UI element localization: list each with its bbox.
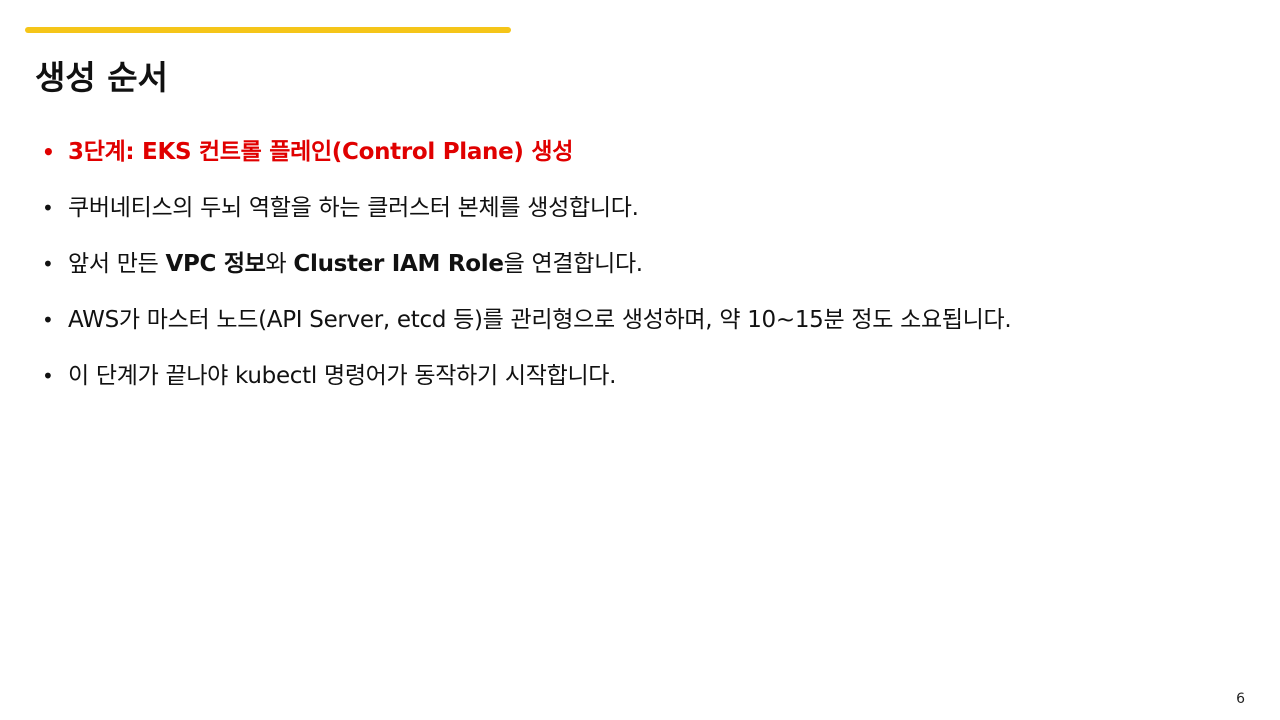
- bullet-text: 3단계: EKS 컨트롤 플레인(Control Plane) 생성: [68, 139, 574, 165]
- bullet-item-step3: • 3단계: EKS 컨트롤 플레인(Control Plane) 생성: [40, 124, 1245, 180]
- bullet-item-create-cluster: • 쿠버네티스의 두뇌 역할을 하는 클러스터 본체를 생성합니다.: [40, 180, 1245, 236]
- bullet-list: • 3단계: EKS 컨트롤 플레인(Control Plane) 생성 • 쿠…: [40, 124, 1245, 404]
- bullet-item-connect-vpc-role: • 앞서 만든 VPC 정보와 Cluster IAM Role을 연결합니다.: [40, 236, 1245, 292]
- page-number: 6: [1236, 691, 1245, 707]
- bullet-marker: •: [42, 308, 54, 332]
- bullet-marker: •: [42, 196, 54, 220]
- bullet-text: 쿠버네티스의 두뇌 역할을 하는 클러스터 본체를 생성합니다.: [68, 195, 639, 221]
- bullet-bold-vpc: VPC 정보: [165, 251, 266, 277]
- bullet-marker: •: [42, 140, 55, 164]
- bullet-text-part: 을 연결합니다.: [503, 251, 643, 277]
- bullet-item-kubectl: • 이 단계가 끝나야 kubectl 명령어가 동작하기 시작합니다.: [40, 348, 1245, 404]
- bullet-item-master-nodes: • AWS가 마스터 노드(API Server, etcd 등)를 관리형으로…: [40, 295, 1245, 345]
- slide-title: 생성 순서: [35, 58, 168, 97]
- bullet-text: AWS가 마스터 노드(API Server, etcd 등)를 관리형으로 생…: [68, 307, 1012, 333]
- bullet-text-part: 앞서 만든: [68, 251, 166, 277]
- bullet-bold-iam-role: Cluster IAM Role: [293, 251, 504, 277]
- bullet-text: 이 단계가 끝나야 kubectl 명령어가 동작하기 시작합니다.: [68, 363, 617, 389]
- title-accent-bar: [25, 27, 511, 33]
- bullet-marker: •: [42, 364, 54, 388]
- bullet-text-part: 와: [265, 251, 294, 277]
- bullet-marker: •: [42, 252, 54, 276]
